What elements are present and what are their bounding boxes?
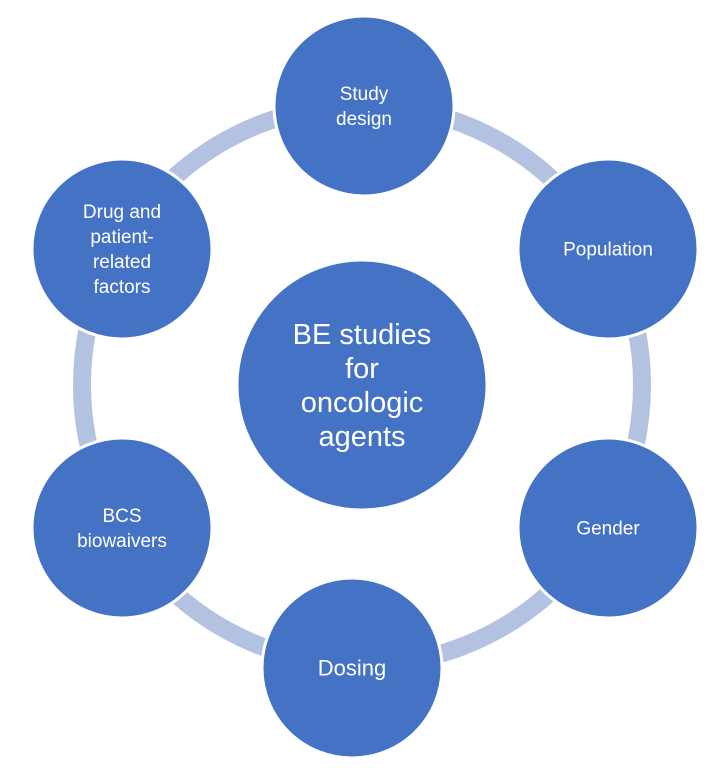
node-drug-patient-factors-label: Drug and patient-related factors xyxy=(83,202,161,298)
center-node-label-line: BE studies xyxy=(293,319,432,351)
node-dosing-label: Dosing xyxy=(318,656,386,681)
node-study-design-label-line: design xyxy=(336,109,392,130)
node-dosing-label-line: Dosing xyxy=(318,656,386,681)
node-dosing-circle xyxy=(260,576,444,760)
node-study-design: Study design xyxy=(272,14,456,198)
node-drug-patient-factors-label-line: patient- xyxy=(90,227,153,248)
center-node-label-line: oncologic xyxy=(301,387,424,419)
node-study-design-label: Study design xyxy=(336,84,392,130)
node-bcs-biowaivers-label: BCS biowaivers xyxy=(77,506,167,552)
node-population-label: Population xyxy=(563,240,653,261)
node-drug-patient-factors-label-line: factors xyxy=(93,277,150,298)
center-node-circle xyxy=(235,258,489,512)
node-bcs-biowaivers: BCS biowaivers xyxy=(30,436,214,620)
node-drug-patient-factors-label-line: Drug and xyxy=(83,202,161,223)
center-node-label-line: for xyxy=(345,353,379,385)
center-node-label-line: agents xyxy=(318,421,405,453)
node-population-circle xyxy=(516,157,700,341)
node-drug-patient-factors-circle xyxy=(30,157,214,341)
node-gender-label-line: Gender xyxy=(576,519,640,540)
node-gender: Gender xyxy=(516,436,700,620)
node-gender-circle xyxy=(516,436,700,620)
node-gender-label: Gender xyxy=(576,519,640,540)
node-population-label-line: Population xyxy=(563,240,653,261)
node-study-design-label-line: Study xyxy=(340,84,389,105)
node-drug-patient-factors: Drug and patient-related factors xyxy=(30,157,214,341)
node-bcs-biowaivers-label-line: biowaivers xyxy=(77,531,167,552)
node-dosing: Dosing xyxy=(260,576,444,760)
node-drug-patient-factors-label-line: related xyxy=(93,252,151,273)
node-study-design-circle xyxy=(272,14,456,198)
node-bcs-biowaivers-label-line: BCS xyxy=(102,506,141,527)
node-bcs-biowaivers-circle xyxy=(30,436,214,620)
node-population: Population xyxy=(516,157,700,341)
